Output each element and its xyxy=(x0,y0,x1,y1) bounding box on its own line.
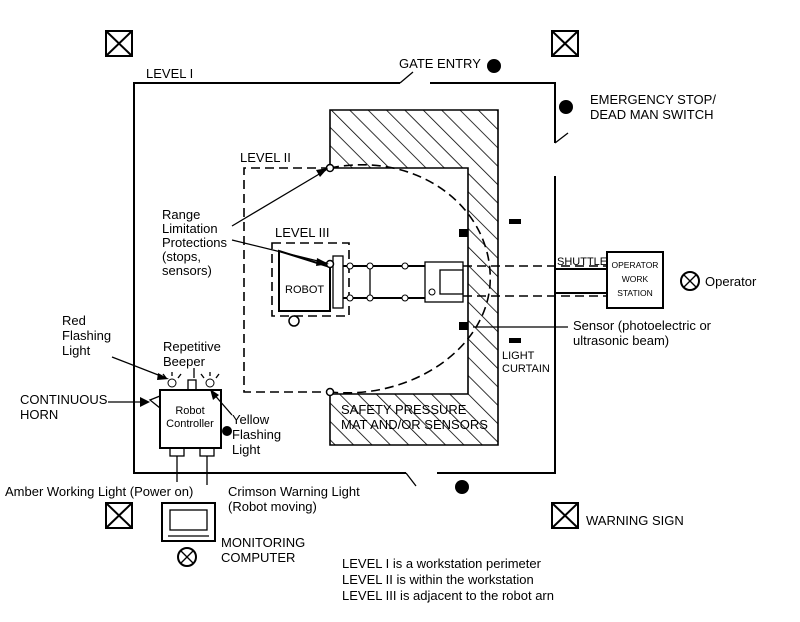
light-curtain-label: LIGHT xyxy=(502,350,535,362)
operator-label: Operator xyxy=(705,274,757,289)
note-line: LEVEL I is a workstation perimeter xyxy=(342,556,542,571)
red-flashing-light xyxy=(167,378,177,388)
warning-sign-label: WARNING SIGN xyxy=(586,513,684,528)
light-curtain-marker xyxy=(509,219,521,224)
light-curtain-marker xyxy=(509,338,521,343)
red-light-label-line3: Light xyxy=(62,343,91,358)
light-curtain-emitter xyxy=(459,322,468,330)
level1-perimeter xyxy=(133,71,569,487)
operator-icon xyxy=(680,271,700,291)
safety-mat-label: SAFETY PRESSURE xyxy=(341,402,467,417)
operator-work-station[interactable] xyxy=(606,251,664,309)
repetitive-beeper xyxy=(205,378,215,388)
range-label-line2: Limitation xyxy=(162,221,218,236)
shuttle-label: SHUTTLE xyxy=(557,256,607,268)
yellow-light-label: Yellow xyxy=(232,412,270,427)
robot-label: ROBOT xyxy=(285,284,324,296)
range-label-line3: Protections xyxy=(162,235,228,250)
computer-label: MONITORING xyxy=(221,535,305,550)
warning-sign-icon xyxy=(551,30,579,57)
gate-entry-indicator xyxy=(487,59,501,73)
horn-label: CONTINUOUS xyxy=(20,392,108,407)
hatched-safety-zone xyxy=(329,109,499,446)
ows-label-line3: STATION xyxy=(617,288,653,298)
red-light-label-line2: Flashing xyxy=(62,328,111,343)
horn-icon xyxy=(148,395,161,410)
range-label-line4: (stops, xyxy=(162,249,201,264)
beeper-label-line2: Beeper xyxy=(163,354,206,369)
computer-operator-icon xyxy=(177,547,197,567)
level1-label: LEVEL I xyxy=(146,66,193,81)
note-line: LEVEL III is adjacent to the robot arn xyxy=(342,588,554,603)
dead-man-switch-label: DEAD MAN SWITCH xyxy=(590,107,714,122)
safety-mat-label-line2: MAT AND/OR SENSORS xyxy=(341,417,488,432)
computer-label-line2: COMPUTER xyxy=(221,550,295,565)
sensor-label-line2: ultrasonic beam) xyxy=(573,333,669,348)
robot-body xyxy=(278,249,464,327)
controller-label-line2: Controller xyxy=(166,418,214,430)
beeper-label: Repetitive xyxy=(163,339,221,354)
gate-entry-label: GATE ENTRY xyxy=(399,56,481,71)
level2-label: LEVEL II xyxy=(240,150,291,165)
gate-indicator xyxy=(455,480,469,494)
range-label: Range xyxy=(162,207,200,222)
crimson-warning-light xyxy=(199,447,215,457)
level3-label: LEVEL III xyxy=(275,225,329,240)
crimson-light-label-line2: (Robot moving) xyxy=(228,499,317,514)
crimson-light-label: Crimson Warning Light xyxy=(228,484,360,499)
monitoring-computer[interactable] xyxy=(161,502,216,542)
ows-label-line2: WORK xyxy=(622,274,649,284)
light-curtain-label-line2: CURTAIN xyxy=(502,363,550,375)
yellow-light-label-line3: Light xyxy=(232,442,261,457)
level3-boundary xyxy=(271,242,350,317)
controller-label: Robot xyxy=(175,405,204,417)
emergency-stop-button[interactable] xyxy=(559,100,573,114)
yellow-flashing-light xyxy=(222,426,232,436)
warning-sign-icon xyxy=(105,30,133,57)
warning-sign-icon xyxy=(105,502,133,529)
horn-label-line2: HORN xyxy=(20,407,58,422)
note-line: LEVEL II is within the workstation xyxy=(342,572,534,587)
red-light-label: Red xyxy=(62,313,86,328)
warning-sign-icon xyxy=(551,502,579,529)
level2-boundary xyxy=(243,163,491,394)
amber-working-light xyxy=(169,447,185,457)
emergency-stop-label: EMERGENCY STOP/ xyxy=(590,92,716,107)
ows-label-line1: OPERATOR xyxy=(612,260,659,270)
range-label-line5: sensors) xyxy=(162,263,212,278)
amber-light-label: Amber Working Light (Power on) xyxy=(5,484,193,499)
yellow-light-label-line2: Flashing xyxy=(232,427,281,442)
light-curtain-emitter xyxy=(459,229,468,237)
sensor-label: Sensor (photoelectric or xyxy=(573,318,712,333)
